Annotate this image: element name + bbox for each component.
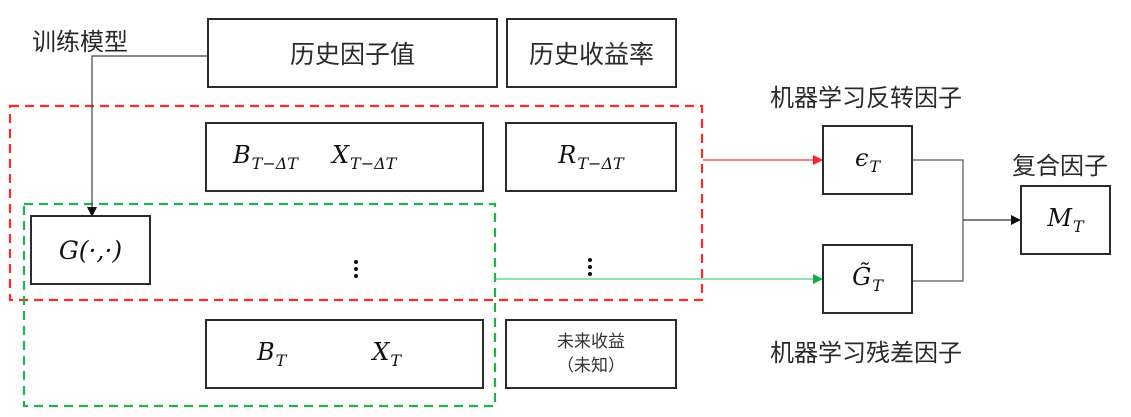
historical-factor-values-text: 历史因子值 [289, 40, 415, 69]
historical-factor-values-box: 历史因子值 [207, 18, 498, 88]
past-features-box: BT−ΔT XT−ΔT [205, 122, 484, 192]
returns-ellipsis [588, 258, 592, 279]
m-symbol: MT [1047, 204, 1084, 236]
ml-residual-factor-label: 机器学习残差因子 [770, 339, 962, 367]
epsilon-symbol: ϵT [854, 144, 881, 176]
future-returns-text: 未来收益 [557, 332, 625, 352]
train-model-label: 训练模型 [32, 28, 128, 56]
g-tilde-symbol: G̃T [852, 263, 883, 295]
b-current-symbol: BT [257, 338, 287, 370]
residual-factor-box: G̃T [822, 244, 913, 314]
model-g-symbol: G(·,·) [58, 235, 123, 265]
model-g-box: G(·,·) [30, 215, 151, 285]
x-past-symbol: XT−ΔT [331, 141, 397, 173]
historical-window-region [8, 104, 704, 302]
composite-factor-label: 复合因子 [1012, 152, 1108, 180]
current-window-region [22, 202, 497, 408]
epsilon-to-merge-line [913, 159, 964, 220]
reversal-factor-box: ϵT [822, 125, 913, 195]
past-returns-box: RT−ΔT [505, 122, 677, 192]
current-features-box: BT XT [205, 319, 484, 389]
b-past-symbol: BT−ΔT [233, 141, 298, 173]
unknown-text: （未知） [557, 356, 625, 376]
x-current-symbol: XT [372, 338, 402, 370]
features-ellipsis [354, 260, 358, 281]
historical-returns-text: 历史收益率 [528, 40, 654, 69]
r-past-symbol: RT−ΔT [558, 141, 624, 173]
gtilde-to-merge-line [913, 220, 964, 282]
ml-reversal-factor-label: 机器学习反转因子 [770, 84, 962, 112]
train-model-arrow [87, 55, 207, 217]
future-returns-box: 未来收益 （未知） [505, 319, 677, 389]
composite-factor-box: MT [1020, 185, 1111, 255]
historical-returns-box: 历史收益率 [506, 18, 677, 88]
